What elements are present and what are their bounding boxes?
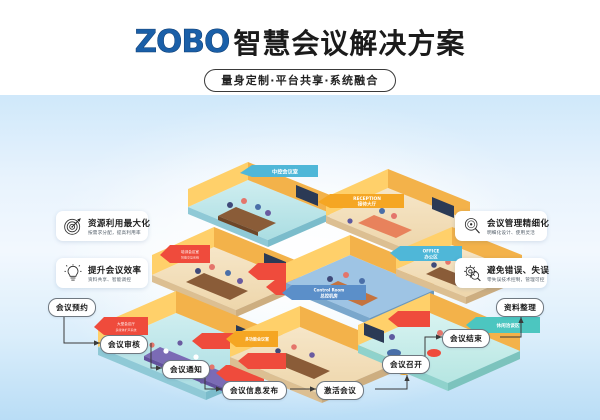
isometric-scene: 中控会议室 RECEPTION 接待大厅: [94, 162, 540, 403]
flow-node-review[interactable]: 会议审核: [100, 335, 149, 354]
callout-resource[interactable]: 资源利用最大化 按需求分配，提高利用率: [56, 211, 151, 241]
svg-text:RECEPTION: RECEPTION: [353, 196, 381, 202]
flow-node-convene[interactable]: 会议召开: [382, 355, 431, 374]
svg-text:接待大厅: 接待大厅: [358, 201, 377, 208]
svg-text:总控机房: 总控机房: [320, 293, 338, 300]
callout-subtitle: 按需求分配，提高利用率: [88, 230, 141, 236]
svg-text:中控会议室: 中控会议室: [272, 168, 298, 176]
flow-node-archive[interactable]: 资料整理: [496, 298, 545, 317]
flow-node-finish[interactable]: 会议结束: [442, 329, 491, 348]
svg-text:多媒体扩声系统: 多媒体扩声系统: [115, 327, 136, 332]
flow-node-publish[interactable]: 会议信息发布: [222, 381, 287, 400]
callout-subtitle: 明细化设计、使用灵活: [487, 230, 535, 236]
svg-text:休闲洽谈区: 休闲洽谈区: [496, 322, 520, 329]
target-icon: [64, 218, 81, 235]
svg-text:Control Room: Control Room: [314, 288, 345, 293]
callout-errors[interactable]: 避免错误、失误 零失误技术控制，管理可控: [455, 258, 550, 288]
poster-header: ZOBO 智慧会议解决方案 量身定制·平台共享·系统融合: [0, 0, 600, 95]
title-row: ZOBO 智慧会议解决方案: [134, 22, 466, 62]
subtitle-badge: 量身定制·平台共享·系统融合: [204, 69, 396, 92]
callout-title: 会议管理精细化: [487, 218, 550, 229]
callout-title: 提升会议效率: [88, 265, 142, 276]
flow-node-booking[interactable]: 会议预约: [48, 298, 97, 317]
callout-management[interactable]: 会议管理精细化 明细化设计、使用灵活: [455, 211, 550, 241]
flow-node-activate[interactable]: 激活会议: [316, 381, 365, 400]
room-multi: 多功能会议室: [226, 306, 392, 403]
room-training: 培训会议室 智能交互系统: [152, 227, 310, 317]
room-label-training: 培训会议室 智能交互系统: [160, 245, 210, 263]
svg-text:培训会议室: 培训会议室: [181, 249, 199, 254]
lightbulb-icon: [64, 264, 82, 281]
callout-subtitle: 零失误技术控制，管理可控: [487, 277, 545, 283]
process-flow-arrows: [63, 313, 524, 392]
page-title: 智慧会议解决方案: [233, 27, 466, 60]
magnifier-icon: [464, 218, 480, 234]
svg-text:OFFICE: OFFICE: [423, 249, 440, 254]
gear-search-icon: [464, 265, 481, 282]
svg-text:办公区: 办公区: [424, 254, 438, 261]
illustration-panel: 中控会议室 RECEPTION 接待大厅: [0, 95, 600, 420]
callout-title: 资源利用最大化: [88, 218, 151, 229]
svg-text:多功能会议室: 多功能会议室: [245, 336, 269, 342]
room-label-control: Control Room 总控机房: [282, 285, 366, 300]
room-label-multi: 多功能会议室: [226, 331, 278, 347]
room-label-office: OFFICE 办公区: [390, 246, 462, 261]
room-label-large-hall: 大型会议厅 多媒体扩声系统: [94, 317, 148, 335]
callout-title: 避免错误、失误: [487, 265, 550, 276]
room-label-central: 中控会议室: [240, 165, 318, 177]
callout-efficiency[interactable]: 提升会议效率 资料共享、智能调控: [56, 258, 148, 288]
svg-text:大型会议厅: 大型会议厅: [117, 321, 135, 326]
brand-logo-zobo: ZOBO: [134, 24, 230, 61]
room-label-reception: RECEPTION 接待大厅: [318, 194, 404, 208]
flow-node-notify[interactable]: 会议通知: [162, 360, 211, 379]
svg-text:智能交互系统: 智能交互系统: [181, 255, 199, 260]
callout-subtitle: 资料共享、智能调控: [88, 277, 132, 283]
room-central: 中控会议室: [188, 162, 330, 247]
